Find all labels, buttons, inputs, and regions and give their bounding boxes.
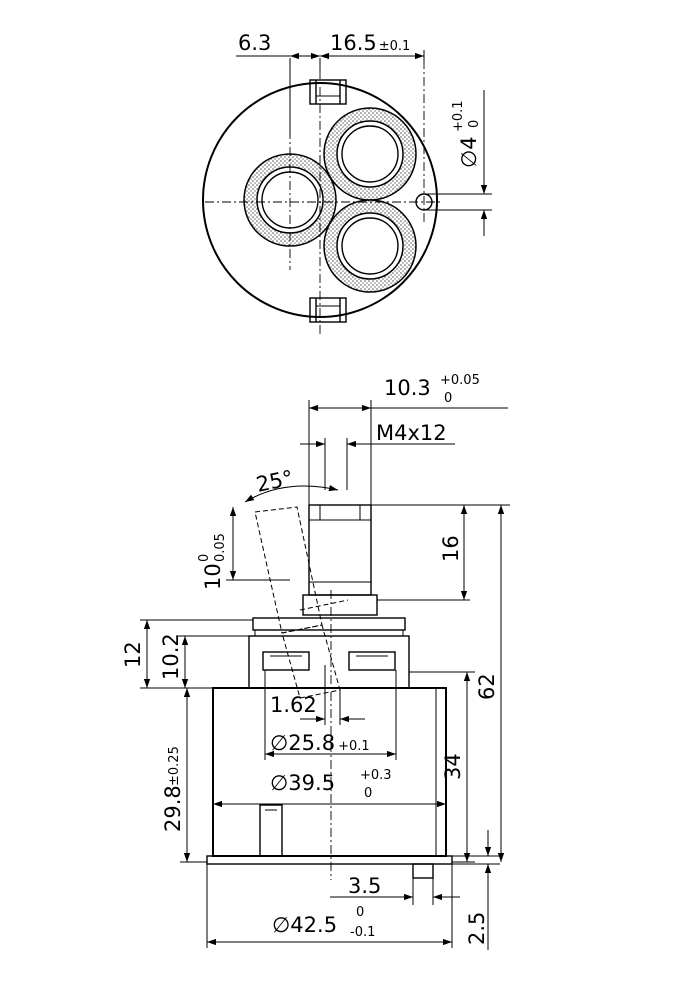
dim-stem-flat-tol-lower: 0.05 [213,533,228,562]
dim-hole-tol-upper: +0.1 [451,100,466,132]
dim-height-29-8-tol: ±0.25 [167,746,182,786]
dim-offset-1-62: 1.62 [270,693,317,717]
upper-body [248,635,410,689]
side-view: 10.3 +0.05 0 M4x12 25° 10 0 0.05 16 62 [121,373,510,950]
dim-dia-42-5-tol-upper: 0 [356,905,364,920]
dim-angle: 25° [254,466,295,497]
dim-dia-25-8: ∅25.8+0.1 [270,731,370,755]
dim-height-29-8: 29.8 [161,785,185,832]
base-seal [206,855,453,865]
top-view: 6.3 16.5±0.1 ∅4 +0.1 0 [202,31,492,335]
dim-hole-dia: ∅4 [457,136,481,168]
dim-2-5: 2.5 [465,912,489,945]
dim-3-5: 3.5 [348,874,381,898]
dim-16-5: 16.5±0.1 [330,31,410,55]
stem-flat-hatch [308,519,372,583]
dim-stem-width-tol-lower: 0 [444,391,452,406]
dim-stem-flat: 10 [201,563,225,590]
dim-dia-39-5-tol-lower: 0 [364,786,372,801]
dim-stem-flat-tol-upper: 0 [197,554,212,562]
dim-stem-height: 16 [439,535,463,562]
seal-ring [243,107,417,293]
dim-height-10-2: 10.2 [159,633,183,680]
dim-height-34: 34 [441,753,465,780]
dim-dia-39-5-tol-upper: +0.3 [360,768,392,783]
dim-height-12: 12 [121,641,145,668]
top-notch [309,79,347,105]
dim-dia-39-5: ∅39.5 [270,771,335,795]
dim-hole-tol-lower: 0 [467,120,482,128]
dim-stem-width-tol-upper: +0.05 [440,373,480,388]
dim-dia-42-5-tol-lower: -0.1 [350,925,375,940]
dim-thread: M4x12 [376,421,447,445]
dim-stem-width: 10.3 [384,376,431,400]
bottom-notch [309,297,347,323]
dim-6-3: 6.3 [238,31,271,55]
dim-height-total: 62 [475,673,499,700]
dim-dia-42-5: ∅42.5 [272,913,337,937]
